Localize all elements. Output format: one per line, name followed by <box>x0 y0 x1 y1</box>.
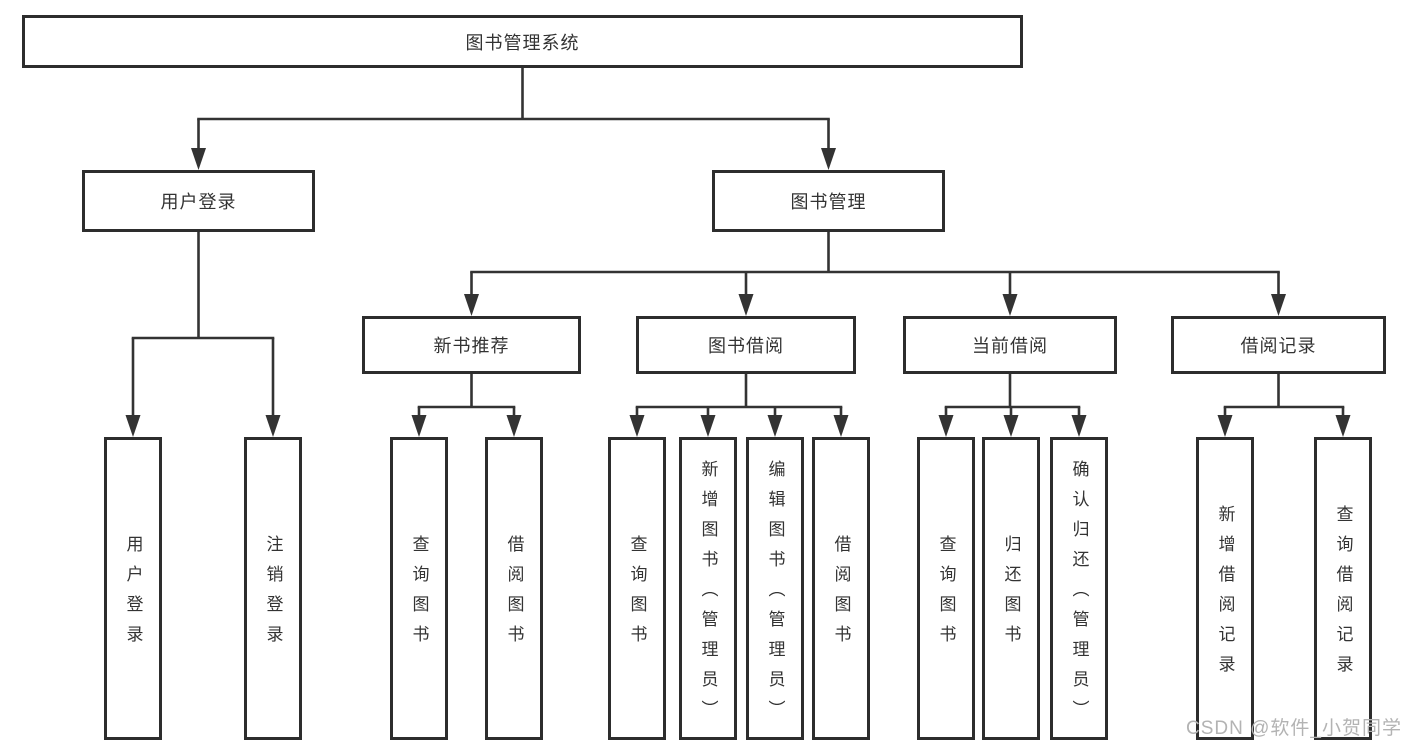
node-borrowing-records: 借阅记录 <box>1171 316 1386 374</box>
node-label: 新书推荐 <box>433 336 510 356</box>
leaf-label: 用户登录 <box>123 535 143 655</box>
csdn-watermark: CSDN @软件_小贺同学 <box>1186 718 1402 739</box>
leaf-user-login: 用户登录 <box>104 437 162 740</box>
leaf-logout: 注销登录 <box>244 437 302 740</box>
node-label: 用户登录 <box>160 192 237 212</box>
leaf-add-books-admin: 新增图书（管理员） <box>679 437 737 740</box>
leaf-label: 归还图书 <box>1001 535 1021 655</box>
node-current-borrowing: 当前借阅 <box>903 316 1117 374</box>
node-library-management-system: 图书管理系统 <box>22 15 1023 68</box>
leaf-label: 新增图书（管理员） <box>698 460 718 730</box>
leaf-return-books: 归还图书 <box>982 437 1040 740</box>
node-label: 图书管理系统 <box>465 32 580 53</box>
leaf-label: 查询图书 <box>627 535 647 655</box>
node-label: 图书管理 <box>790 192 867 212</box>
leaf-label: 新增借阅记录 <box>1215 505 1235 685</box>
leaf-confirm-return-admin: 确认归还（管理员） <box>1050 437 1108 740</box>
leaf-label: 查询借阅记录 <box>1333 505 1353 685</box>
leaf-label: 注销登录 <box>263 535 283 655</box>
node-book-management: 图书管理 <box>712 170 945 232</box>
leaf-edit-books-admin: 编辑图书（管理员） <box>746 437 804 740</box>
leaf-label: 查询图书 <box>409 535 429 655</box>
node-label: 当前借阅 <box>972 336 1048 356</box>
node-user-login: 用户登录 <box>82 170 315 232</box>
leaf-add-borrow-record: 新增借阅记录 <box>1196 437 1254 740</box>
node-label: 图书借阅 <box>708 336 784 356</box>
leaf-borrow-books-borrowing: 借阅图书 <box>812 437 870 740</box>
leaf-label: 确认归还（管理员） <box>1069 460 1089 730</box>
leaf-label: 查询图书 <box>936 535 956 655</box>
node-label: 借阅记录 <box>1240 336 1317 356</box>
leaf-query-books-borrowing: 查询图书 <box>608 437 666 740</box>
leaf-label: 编辑图书（管理员） <box>765 460 785 730</box>
node-new-book-recommendation: 新书推荐 <box>362 316 581 374</box>
leaf-query-books-current: 查询图书 <box>917 437 975 740</box>
leaf-label: 借阅图书 <box>831 535 851 655</box>
node-book-borrowing: 图书借阅 <box>636 316 856 374</box>
leaf-query-books-recommend: 查询图书 <box>390 437 448 740</box>
leaf-label: 借阅图书 <box>504 535 524 655</box>
leaf-borrow-books-recommend: 借阅图书 <box>485 437 543 740</box>
leaf-query-borrow-record: 查询借阅记录 <box>1314 437 1372 740</box>
